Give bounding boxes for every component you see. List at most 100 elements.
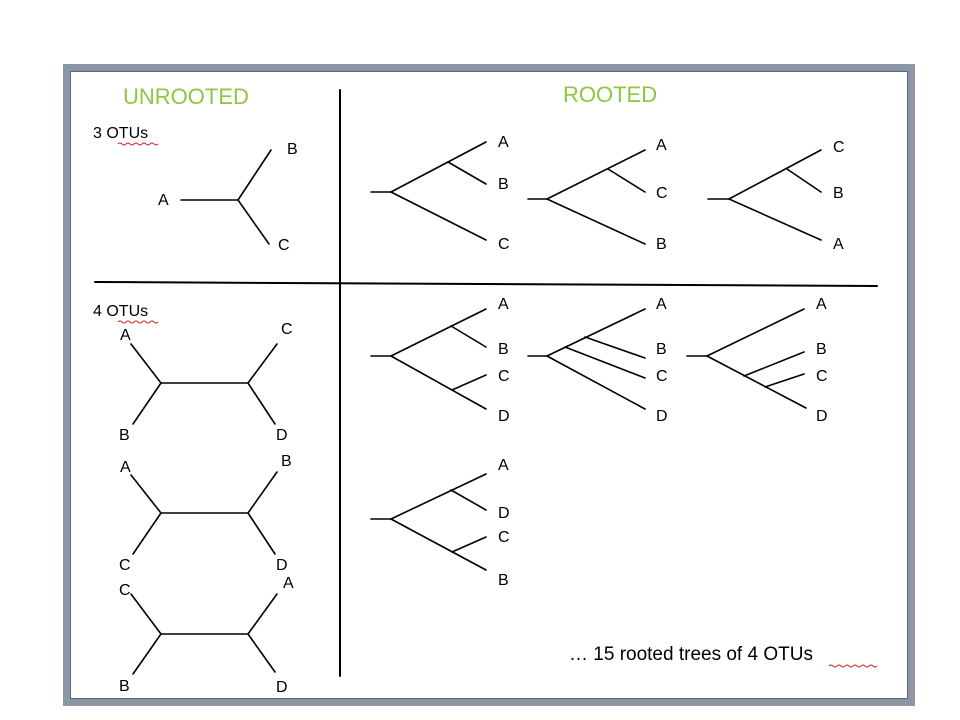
tree-branch: [564, 346, 646, 379]
heading-rooted: ROOTED: [563, 82, 657, 107]
figure-panel: UNROOTED ROOTED 3 OTUs 4 OTUs A B C: [70, 71, 908, 699]
leaf-label: A: [158, 192, 169, 209]
leaf-label: C: [833, 139, 845, 156]
leaf-label: A: [656, 296, 667, 313]
leaf-label: A: [656, 137, 667, 154]
unrooted-tree-4-otus-3: C B A D: [119, 575, 294, 696]
leaf-label: C: [816, 368, 828, 385]
tree-branch: [247, 471, 278, 514]
leaf-label: A: [498, 134, 509, 151]
tree-branch: [546, 355, 646, 410]
leaf-label: C: [119, 582, 131, 599]
tree-branch: [728, 149, 822, 200]
leaf-label: A: [498, 296, 509, 313]
label-3-otus: 3 OTUs: [93, 125, 148, 142]
rooted-tree-3-otus-3: C B A: [707, 139, 845, 253]
tree-branch: [390, 473, 487, 520]
tree-branch: [743, 351, 805, 377]
leaf-label: D: [816, 408, 828, 425]
tree-branch: [728, 198, 822, 241]
leaf-label: B: [287, 141, 298, 158]
leaf-label: B: [656, 236, 667, 253]
tree-branch: [546, 149, 646, 200]
leaf-label: B: [498, 341, 509, 358]
phylogenetic-trees-diagram: UNROOTED ROOTED 3 OTUs 4 OTUs A B C: [93, 82, 878, 696]
tree-branch: [132, 633, 162, 675]
leaf-label: D: [276, 679, 288, 696]
leaf-label: B: [833, 185, 844, 202]
leaf-label: A: [816, 296, 827, 313]
leaf-label: A: [120, 327, 131, 344]
tree-branch: [247, 382, 276, 425]
unrooted-tree-4-otus-1: A B C D: [119, 321, 293, 444]
tree-branch: [390, 355, 487, 410]
tree-branch: [390, 191, 487, 241]
leaf-label: A: [120, 459, 131, 476]
tree-branch: [706, 355, 807, 409]
tree-branch: [130, 343, 162, 384]
tree-branch: [247, 633, 276, 673]
rooted-tree-3-otus-2: A C B: [527, 137, 668, 253]
leaf-label: C: [119, 557, 131, 574]
leaf-label: C: [656, 185, 668, 202]
tree-branch: [390, 518, 487, 571]
tree-branch: [607, 168, 646, 193]
tree-branch: [390, 308, 487, 357]
spellcheck-underline: [117, 320, 159, 324]
leaf-label: B: [119, 427, 130, 444]
rooted-tree-3-otus-1: A B C: [370, 134, 510, 253]
tree-branch: [450, 325, 487, 348]
tree-branch: [247, 343, 278, 384]
footnote-15-rooted-trees: … 15 rooted trees of 4 OTUs: [569, 644, 813, 665]
leaf-label: A: [283, 575, 294, 592]
leaf-label: D: [276, 427, 288, 444]
leaf-label: A: [498, 457, 509, 474]
leaf-label: C: [656, 368, 668, 385]
leaf-label: B: [498, 176, 509, 193]
leaf-label: B: [656, 341, 667, 358]
tree-branch: [584, 336, 646, 359]
heading-unrooted: UNROOTED: [123, 84, 249, 109]
tree-branch: [247, 593, 278, 635]
tree-branch: [764, 373, 805, 388]
tree-branch: [451, 374, 487, 391]
unrooted-tree-3-otus: A B C: [158, 141, 298, 254]
tree-branch: [390, 141, 487, 193]
tree-branch: [706, 308, 805, 357]
unrooted-tree-4-otus-2: A C B D: [119, 453, 292, 574]
rooted-tree-4-otus-4: A D C B: [370, 457, 510, 589]
tree-branch: [237, 199, 270, 245]
tree-branch: [546, 198, 646, 245]
leaf-label: D: [276, 557, 288, 574]
leaf-label: C: [281, 321, 293, 338]
leaf-label: C: [498, 368, 510, 385]
tree-branch: [130, 474, 162, 514]
tree-branch: [132, 382, 162, 425]
tree-branch: [450, 489, 487, 511]
horizontal-divider: [94, 281, 878, 287]
tree-branch: [247, 512, 276, 555]
spellcheck-underline: [828, 664, 878, 668]
leaf-label: C: [498, 529, 510, 546]
leaf-label: B: [816, 341, 827, 358]
tree-branch: [786, 168, 822, 193]
tree-branch: [546, 308, 646, 357]
tree-branch: [130, 593, 162, 635]
leaf-label: A: [833, 236, 844, 253]
leaf-label: C: [278, 237, 290, 254]
rooted-tree-4-otus-1: A B C D: [370, 296, 510, 425]
leaf-label: B: [281, 453, 292, 470]
spellcheck-underline: [117, 142, 159, 146]
label-4-otus: 4 OTUs: [93, 303, 148, 320]
leaf-label: D: [656, 408, 668, 425]
tree-branch: [447, 161, 487, 185]
leaf-label: D: [498, 505, 510, 522]
tree-branch: [237, 149, 272, 201]
tree-branch: [451, 536, 487, 553]
leaf-label: B: [119, 678, 130, 695]
rooted-tree-4-otus-2: A B C D: [527, 296, 668, 425]
leaf-label: D: [498, 408, 510, 425]
leaf-label: C: [498, 236, 510, 253]
tree-branch: [132, 512, 162, 555]
leaf-label: B: [498, 572, 509, 589]
